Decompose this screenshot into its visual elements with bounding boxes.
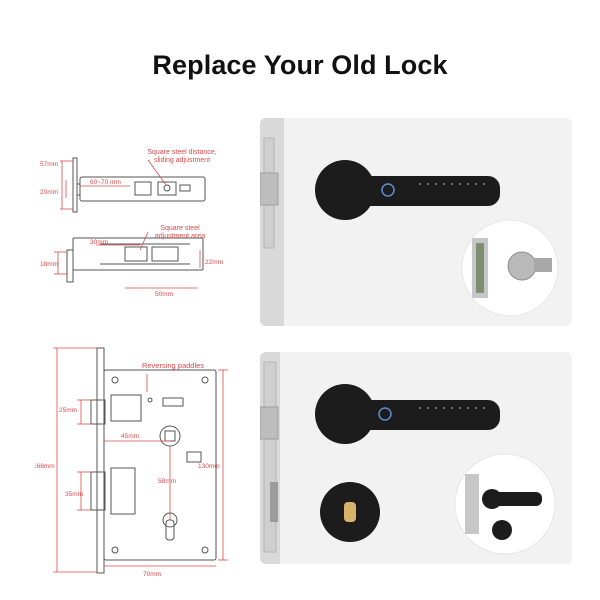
dim-18: 18mm: [40, 261, 58, 268]
dim-130: 130mm: [198, 463, 220, 470]
dim-50: 50mm: [155, 291, 173, 298]
callout-distance-line2: sliding adjustment: [154, 157, 210, 164]
callout-distance-line1: Square steel distance,: [147, 149, 216, 156]
latch-install-scene: [260, 118, 572, 326]
product-photo-mortise-install: [260, 352, 572, 564]
dim-45: 45mm: [121, 433, 139, 440]
dim-57: 57mm: [40, 161, 58, 168]
dim-30: 30mm: [90, 239, 108, 246]
dim-35: 35mm: [65, 491, 83, 498]
dim-168: 168mm: [35, 463, 55, 470]
dim-70: 70mm: [143, 571, 161, 578]
mortise-install-scene: [260, 352, 572, 564]
latch-dimension-diagram: Square steel distance, sliding adjustmen…: [40, 149, 223, 298]
dim-20: 20mm: [40, 189, 58, 196]
dim-25: 25mm: [59, 407, 77, 414]
dim-60-70: 60~70 mm: [90, 179, 121, 186]
dim-58: 58mm: [158, 478, 176, 485]
mortise-dimension-diagram: Reversing paddles 25mm 45mm 168mm 130mm …: [35, 347, 228, 578]
callout-adjust-line2: adjustment area: [155, 233, 205, 240]
callout-paddles: Reversing paddles: [142, 361, 204, 370]
product-photo-latch-install: [260, 118, 572, 326]
dim-22: 22mm: [205, 259, 223, 266]
page-title: Replace Your Old Lock: [152, 50, 448, 80]
callout-adjust-line1: Square steel: [160, 225, 200, 232]
